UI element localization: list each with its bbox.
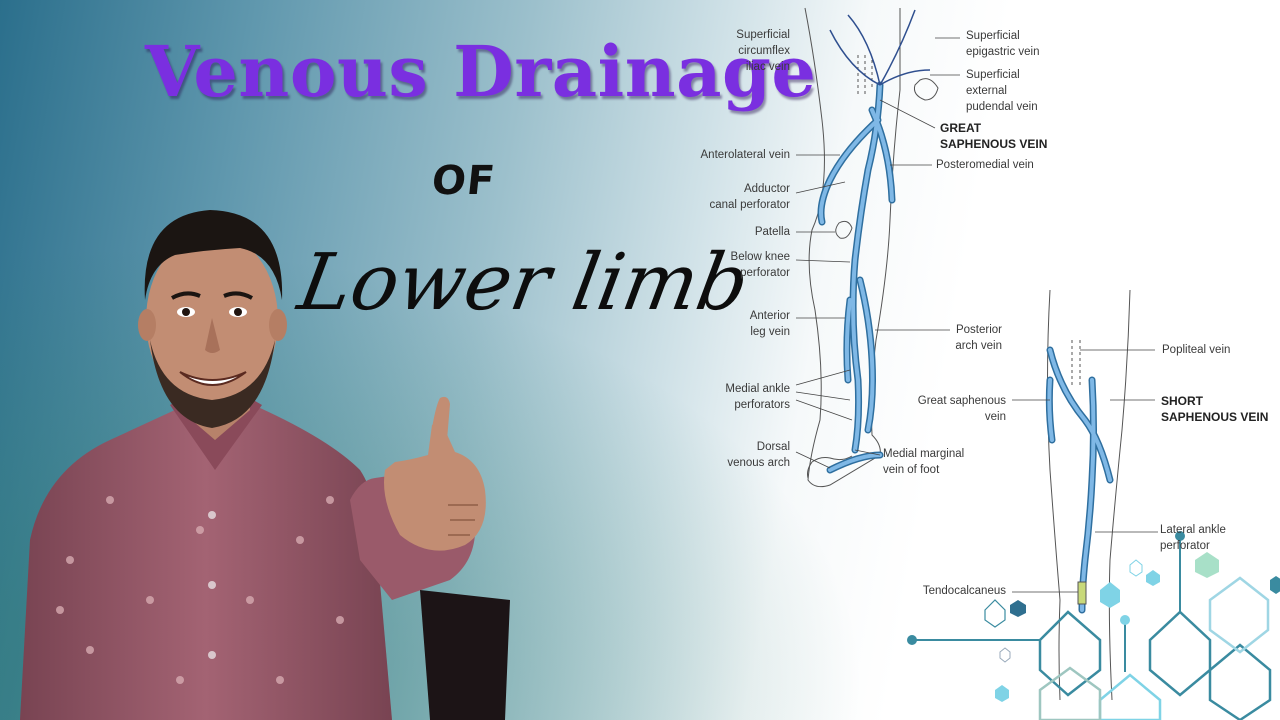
- label-short-saphenous-heading: SHORT SAPHENOUS VEIN: [1161, 394, 1269, 424]
- label-posteromedial-vein: Posteromedial vein: [936, 159, 1034, 171]
- label-anterior-leg-vein: Anterior leg vein: [749, 310, 790, 338]
- label-great-saphenous-heading: GREAT SAPHENOUS VEIN: [940, 121, 1048, 151]
- title-main: Venous Drainage: [145, 30, 817, 113]
- label-lateral-ankle-perforator: Lateral ankle perforator: [1160, 524, 1226, 552]
- label-superficial-external-pudendal: Superficial external pudendal vein: [966, 69, 1038, 113]
- label-adductor-canal-perforator: Adductor canal perforator: [709, 183, 790, 211]
- label-posterior-arch-vein: Posterior arch vein: [955, 324, 1002, 352]
- label-great-saphenous-vein: Great saphenous vein: [917, 395, 1006, 423]
- label-superficial-circumflex: Superficial circumflex iliac vein: [736, 29, 790, 73]
- label-patella: Patella: [754, 226, 790, 238]
- label-superficial-epigastric: Superficial epigastric vein: [966, 30, 1040, 58]
- label-medial-ankle-perforators: Medial ankle perforators: [725, 383, 790, 411]
- label-below-knee-perforator: Below knee perforator: [730, 251, 790, 279]
- label-popliteal-vein: Popliteal vein: [1162, 344, 1231, 356]
- label-anterolateral-vein: Anterolateral vein: [700, 149, 791, 161]
- label-medial-marginal-vein: Medial marginal vein of foot: [883, 448, 965, 476]
- label-dorsal-venous-arch: Dorsal venous arch: [727, 441, 790, 469]
- label-tendocalcaneus: Tendocalcaneus: [922, 585, 1006, 597]
